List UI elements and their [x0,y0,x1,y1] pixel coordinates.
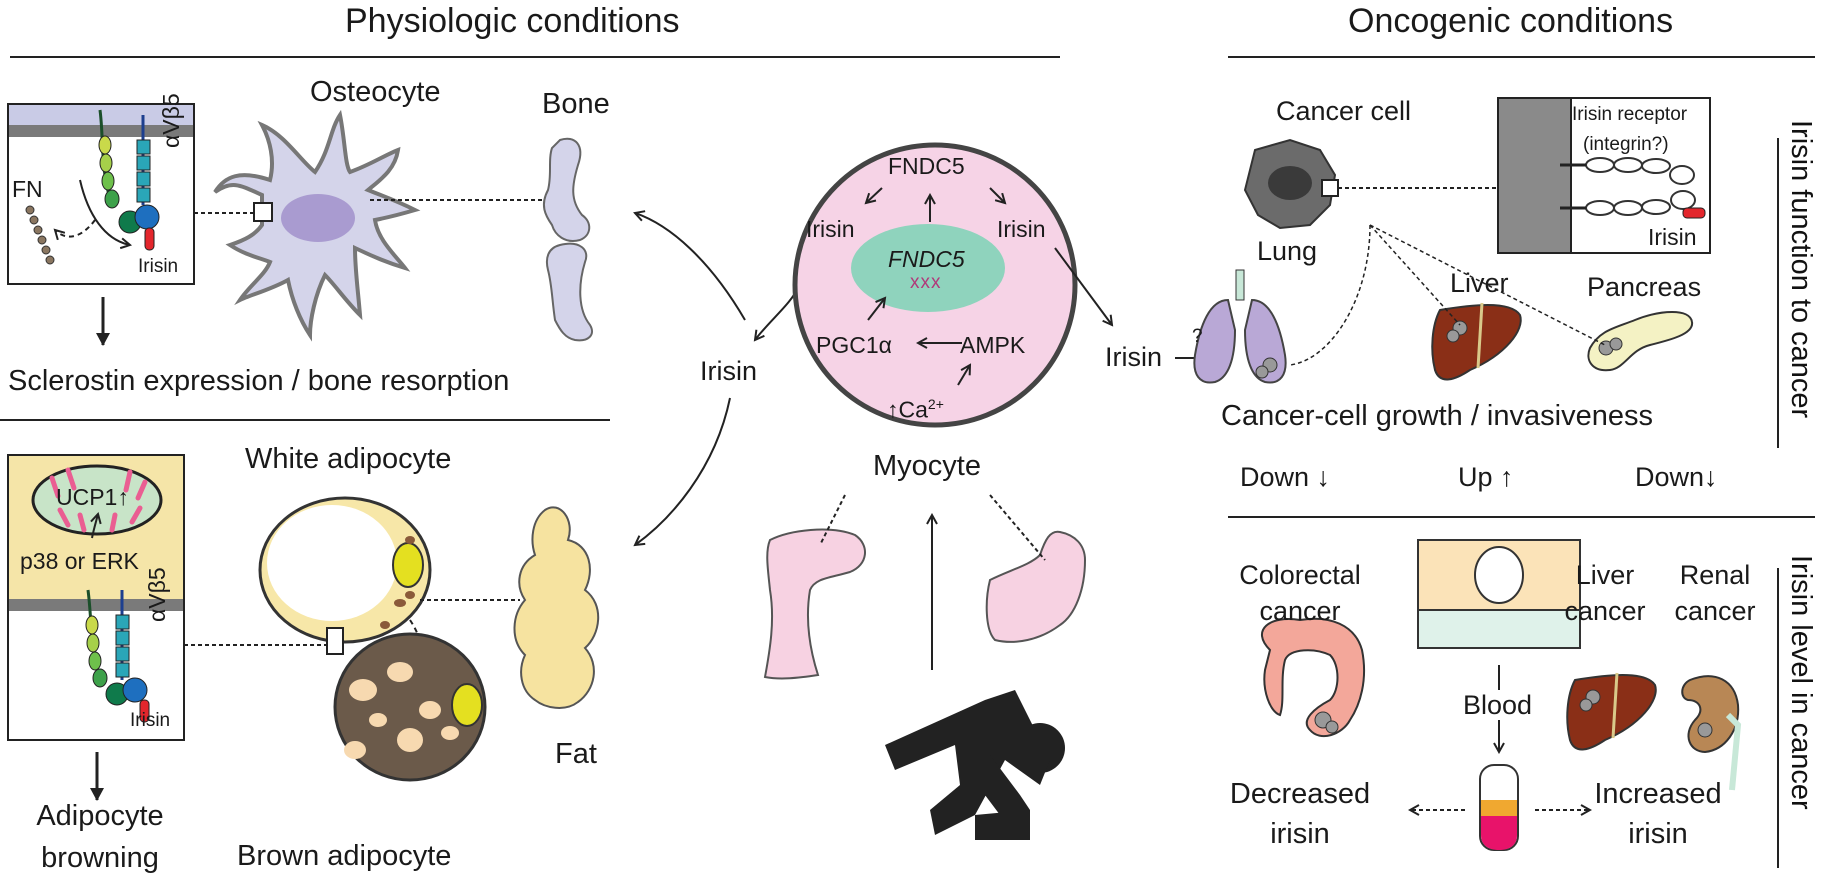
irisin-receptor-irisin-label: Irisin [1648,224,1697,250]
dna-marks: xxx [910,272,942,293]
fat-receptor-inset [7,454,185,741]
osteocyte-cell [213,109,421,342]
oncogenic-header: Oncogenic conditions [1348,2,1674,40]
increased-line2: irisin [1628,818,1688,850]
liver-cancer-line2: cancer [1564,596,1646,626]
integrin-chain-bone [98,109,160,251]
brown-adipocyte-label: Brown adipocyte [237,840,452,872]
bone-label: Bone [542,88,610,120]
colorectal-line2: cancer [1259,596,1341,626]
fat-outcome-line1: Adipocyte [36,800,164,832]
liver-organ-function [1431,302,1522,381]
lung-organ [1193,269,1287,384]
ampk-label: AMPK [960,332,1026,358]
fat-tissue-shape [513,506,600,709]
function-side-label: Irisin function to cancer [1785,120,1817,419]
fat-outcome-line2: browning [41,842,159,874]
kinase-label: p38 or ERK [20,548,139,574]
white-adipocyte-label: White adipocyte [245,443,452,475]
white-adipocyte-cell [258,496,432,655]
myocyte-cell [792,142,1112,428]
lung-label: Lung [1257,236,1318,266]
effect-liver: Up ↑ [1458,462,1514,492]
integrin-chain-fat [85,589,150,723]
fndc5-gene-label: FNDC5 [888,246,965,272]
increased-line1: Increased [1594,778,1722,810]
fn-label: FN [12,176,43,202]
irisin-label-bone: Irisin [138,256,179,277]
osteocyte-label: Osteocyte [310,76,441,108]
function-outcome: Cancer-cell growth / invasiveness [1221,400,1653,432]
effect-lung: Down ↓ [1240,462,1331,492]
integrin-label-bone: αVβ5 [158,93,184,148]
liver-cancer-line1: Liver [1575,560,1635,590]
level-side-label: Irisin level in cancer [1785,555,1817,810]
irisin-left-label: Irisin [806,216,855,242]
irisin-out-label: Irisin [1105,342,1163,372]
fn-chain [25,205,55,265]
cancer-cell [1243,138,1339,230]
decreased-line1: Decreased [1229,778,1371,810]
irisin-center-label: Irisin [700,356,758,386]
renal-cancer-line2: cancer [1674,596,1756,626]
blood-label: Blood [1463,690,1533,720]
irisin-receptor-inset [1497,97,1711,254]
bone-outcome: Sclerostin expression / bone resorption [8,365,510,397]
bone-receptor-inset [7,103,195,285]
pancreas-organ [1587,311,1694,372]
bone-shape [542,137,594,342]
calcium-label: ↑Ca2+ [887,396,944,423]
myocyte-label: Myocyte [873,450,981,482]
runner-icon [885,690,1065,840]
colon-organ [1260,617,1366,738]
blood-tube [1479,764,1519,851]
cancer-cell-label: Cancer cell [1276,96,1412,126]
patient-in-bed [1417,539,1581,649]
liver-label: Liver [1450,268,1509,298]
pgc1a-label: PGC1α [816,332,892,358]
receptor-label: Irisin receptor [1572,104,1688,125]
decreased-line2: irisin [1270,818,1330,850]
fat-label: Fat [555,738,597,770]
irisin-right-label: Irisin [997,216,1046,242]
pancreas-label: Pancreas [1587,272,1702,302]
integrin-label-fat: αVβ5 [144,567,170,622]
fndc5-protein-label: FNDC5 [888,153,965,179]
question-mark: ? [1192,326,1203,347]
colorectal-line1: Colorectal [1239,560,1361,590]
receptor-sub-label: (integrin?) [1583,134,1669,155]
liver-organ-level [1566,672,1657,751]
brown-adipocyte-cell [333,632,487,782]
ucp1-label: UCP1↑ [56,484,129,510]
renal-cancer-line1: Renal [1679,560,1751,590]
leg-muscle [763,528,866,680]
effect-pancreas: Down↓ [1635,462,1718,492]
physiologic-header: Physiologic conditions [345,2,680,40]
kidney-organ [1681,675,1742,791]
irisin-label-fat: Irisin [130,710,171,731]
